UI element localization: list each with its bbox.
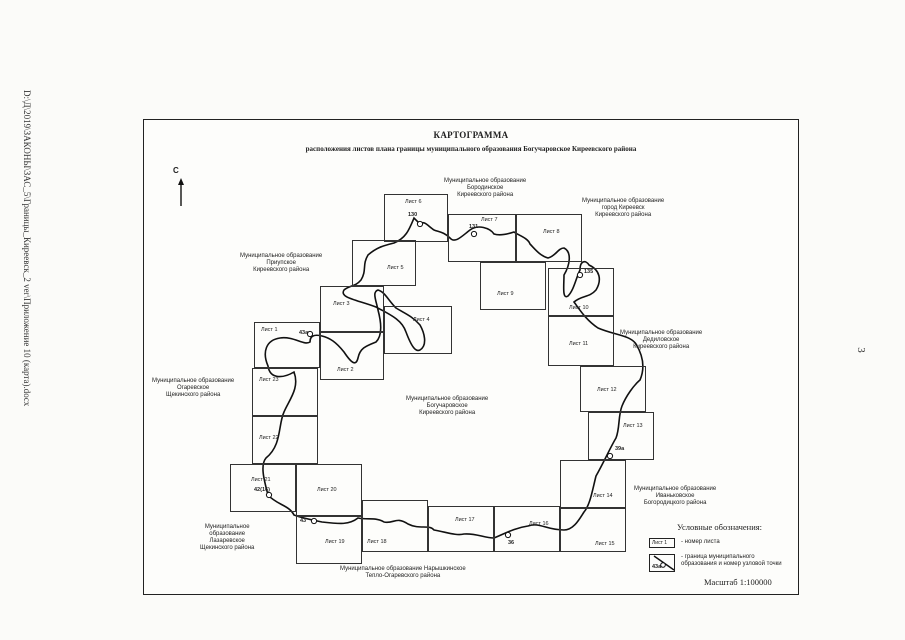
node-label-42-16: 42(16) <box>254 487 270 493</box>
sheet-label: Лист 8 <box>543 229 560 235</box>
legend-title: Условные обозначения: <box>677 522 763 532</box>
sheet-16: Лист 16 <box>494 506 560 552</box>
sheet-label: Лист 13 <box>623 423 643 429</box>
sheet-5: Лист 5 <box>352 240 416 286</box>
sheet-label: Лист 16 <box>529 521 549 527</box>
node-label-43a: 43а <box>299 330 309 336</box>
sheet-12: Лист 12 <box>580 366 646 412</box>
sheet-2: Лист 2 <box>320 332 384 380</box>
sheet-23: Лист 23 <box>252 368 318 416</box>
node-label-43: 43 <box>300 518 307 524</box>
sheet-label: Лист 19 <box>325 539 345 545</box>
region-narishkinskoe: Муниципальное образование Нарышкинское Т… <box>340 566 466 579</box>
legend-node-label: 43а <box>652 564 662 570</box>
document-file-path: D:\Д\2019\ЗАКОНЫ\ЗАС_5\Границы_Киреевск_… <box>22 90 32 407</box>
map-frame: КАРТОГРАММА расположения листов плана гр… <box>143 119 799 595</box>
sheet-label: Лист 21 <box>251 477 271 483</box>
region-dedilovskoe: Муниципальное образование Дедиловское Ки… <box>620 330 703 350</box>
sheet-label: Лист 11 <box>569 341 589 347</box>
map-scale: Масштаб 1:100000 <box>704 577 772 587</box>
sheet-4: Лист 4 <box>384 306 452 354</box>
page-number: 3 <box>854 347 867 353</box>
node-label-131: 131 <box>469 224 479 230</box>
sheet-label: Лист 15 <box>595 541 615 547</box>
sheet-7: Лист 7 <box>448 214 516 262</box>
municipal-boundary-line <box>262 216 644 539</box>
sheet-19: Лист 19 <box>296 516 362 564</box>
sheet-6: Лист 6 <box>384 194 448 242</box>
sheet-label: Лист 2 <box>337 367 354 373</box>
legend-boundary-description: - граница муниципального образования и н… <box>681 554 782 567</box>
sheet-1: Лист 1 <box>254 322 320 368</box>
legend-sheet-sample: Лист 1 <box>649 538 675 548</box>
sheet-label: Лист 3 <box>333 301 350 307</box>
sheet-label: Лист 20 <box>317 487 337 493</box>
node-label-135: 135 <box>584 269 594 275</box>
sheet-label: Лист 17 <box>455 517 475 523</box>
sheet-label: Лист 18 <box>367 539 387 545</box>
sheet-20: Лист 20 <box>296 464 362 516</box>
legend-sheet-description: - номер листа <box>681 539 720 545</box>
north-arrow-icon <box>178 178 184 206</box>
sheet-14: Лист 14 <box>560 460 626 508</box>
boundary-map <box>262 216 675 571</box>
sheet-22: Лист 22 <box>252 416 318 464</box>
region-ogaryovskoe: Муниципальное образование Огаревское Щек… <box>152 378 235 398</box>
sheet-11: Лист 11 <box>548 316 614 366</box>
sheet-label: Лист 5 <box>387 265 404 271</box>
node-label-130: 130 <box>408 212 418 218</box>
sheet-label: Лист 23 <box>259 377 279 383</box>
sheet-8: Лист 8 <box>516 214 582 262</box>
sheet-17: Лист 17 <box>428 506 494 552</box>
legend-boundary-sample: 43а <box>649 554 675 572</box>
region-boguchar: Муниципальное образование Богучаровское … <box>406 396 489 416</box>
node-label-36: 36 <box>508 540 515 546</box>
map-title: КАРТОГРАММА <box>433 130 509 140</box>
sheet-label: Лист 22 <box>259 435 279 441</box>
north-indicator: С <box>173 166 194 206</box>
region-kireevsk: Муниципальное образование город Киреевск… <box>582 198 665 218</box>
sheet-18: Лист 18 <box>362 500 428 552</box>
region-ivankovskoe: Муниципальное образование Иваньковское Б… <box>634 486 717 506</box>
sheet-9: Лист 9 <box>480 262 546 310</box>
sheet-label: Лист 1 <box>261 327 278 333</box>
region-priupskoe: Муниципальное образование Приупское Кире… <box>240 253 323 273</box>
sheet-label: Лист 10 <box>569 305 589 311</box>
sheet-label: Лист 9 <box>497 291 514 297</box>
sheet-label: Лист 6 <box>405 199 422 205</box>
sheet-10: Лист 10 <box>548 268 614 316</box>
sheet-label: Лист 7 <box>481 217 498 223</box>
sheet-13: Лист 13 <box>588 412 654 460</box>
north-label: С <box>173 166 179 175</box>
sheet-label: Лист 14 <box>593 493 613 499</box>
sheet-label: Лист 12 <box>597 387 617 393</box>
sheet-3: Лист 3 <box>320 286 384 332</box>
map-subtitle: расположения листов плана границы муници… <box>305 145 637 153</box>
region-borodinskoe: Муниципальное образование Бородинское Ки… <box>444 178 527 198</box>
region-lazarevskoe: Муниципальное образование Лазаревское Ще… <box>200 524 255 551</box>
sheet-label: Лист 4 <box>413 317 430 323</box>
sheet-21: Лист 21 <box>230 464 296 512</box>
node-label-39a: 39а <box>615 446 625 452</box>
sheet-15: Лист 15 <box>560 508 626 552</box>
